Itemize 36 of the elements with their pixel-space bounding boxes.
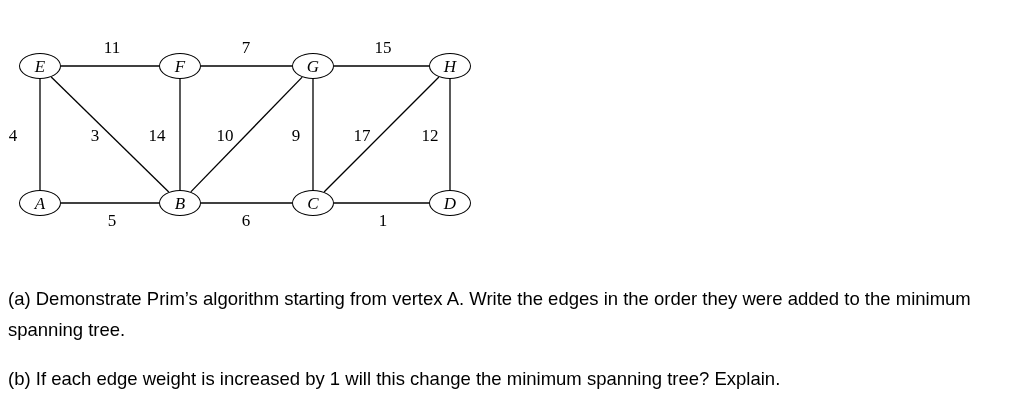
- graph-edge: [333, 65, 430, 67]
- graph-edge: [449, 78, 451, 191]
- edge-label: 9: [291, 126, 301, 144]
- vertex-ellipse: B: [159, 190, 201, 216]
- edge-label: 15: [374, 38, 392, 56]
- edge-label: 14: [148, 126, 166, 144]
- graph-edge: [60, 65, 160, 67]
- vertex-ellipse: G: [292, 53, 334, 79]
- vertex-ellipse: E: [19, 53, 61, 79]
- vertex-ellipse: A: [19, 190, 61, 216]
- question-text: (a) Demonstrate Prim’s algorithm starting from vertex A. Write the edges in the order they were added to the minimum spanning tree.: [8, 287, 972, 342]
- edge-label: 4: [8, 126, 18, 144]
- graph-edge: [60, 202, 160, 204]
- edge-label: 11: [103, 38, 121, 56]
- graph-edge: [200, 202, 293, 204]
- edge-label: 7: [241, 38, 251, 56]
- vertex-ellipse: F: [159, 53, 201, 79]
- vertex-ellipse: C: [292, 190, 334, 216]
- graph-edge: [312, 78, 314, 191]
- graph-edge: [39, 78, 41, 191]
- vertex-ellipse: H: [429, 53, 471, 79]
- edge-label: 5: [107, 211, 117, 229]
- edge-label: 17: [353, 126, 371, 144]
- graph-edge: [333, 202, 430, 204]
- graph-edge: [179, 78, 181, 191]
- graph-edge: [190, 76, 303, 193]
- edge-label: 6: [241, 211, 251, 229]
- graph-edge: [323, 76, 440, 193]
- graph-edge: [50, 76, 170, 193]
- edge-label: 12: [421, 126, 439, 144]
- question-text: (b) If each edge weight is increased by 1 will this change the minimum spanning tree? Explain.: [8, 367, 782, 391]
- edge-label: 3: [90, 126, 100, 144]
- edge-label: 10: [216, 126, 234, 144]
- edge-label: 1: [378, 211, 388, 229]
- vertex-ellipse: D: [429, 190, 471, 216]
- graph-edge: [200, 65, 293, 67]
